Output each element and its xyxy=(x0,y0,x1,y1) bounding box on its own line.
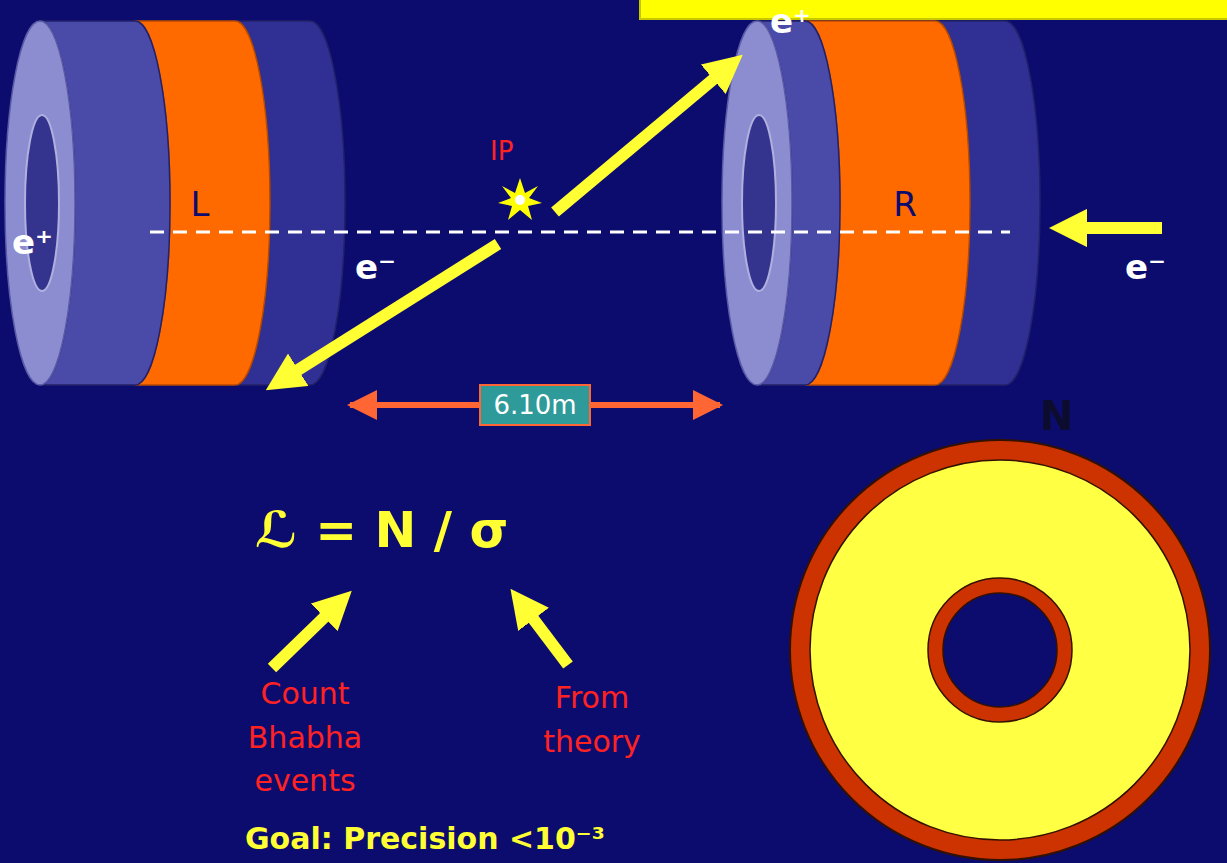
interaction-point-star xyxy=(498,178,542,220)
goal-note: Goal: Precision <10⁻³ xyxy=(245,824,605,854)
detector-cylinder: R xyxy=(720,15,1050,425)
annotation: From theory xyxy=(507,676,677,763)
detector-label: R xyxy=(893,187,917,221)
particle-label: e⁺ xyxy=(12,225,53,259)
luminosity-formula: ℒ = N / σ xyxy=(255,505,508,555)
particle-arrow xyxy=(272,67,1162,668)
cylinder-outline xyxy=(720,15,1050,425)
particle-label: e⁻ xyxy=(1125,250,1166,284)
annotation: Count Bhabha events xyxy=(210,672,400,803)
title-bar xyxy=(640,0,1227,19)
dimension-label: 6.10m xyxy=(479,384,590,426)
ip-label: IP xyxy=(490,138,513,164)
detector-label: L xyxy=(191,187,210,221)
detector-cylinder: L xyxy=(0,15,350,425)
beam-axis xyxy=(150,231,1010,234)
cylinder-outline xyxy=(0,15,350,425)
ring-label: N xyxy=(1040,396,1073,436)
dimension-arrow xyxy=(350,402,720,408)
ring-cross-section xyxy=(790,440,1210,860)
particle-label: e⁺ xyxy=(770,4,811,38)
particle-label: e⁻ xyxy=(355,250,396,284)
